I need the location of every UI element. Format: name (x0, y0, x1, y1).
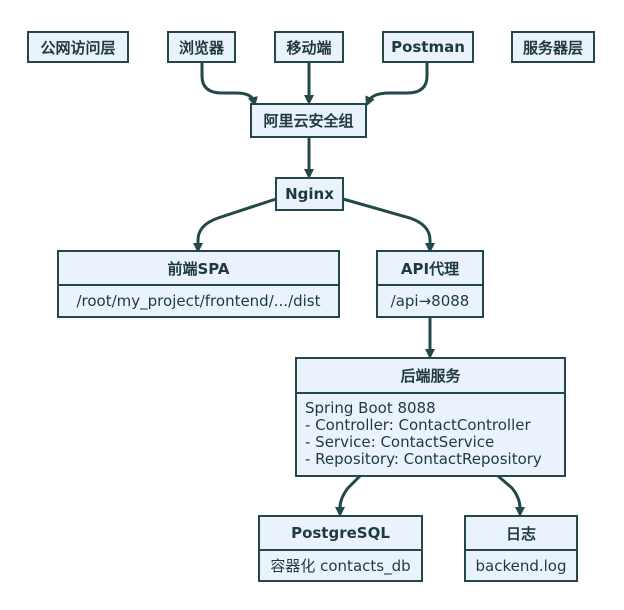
edge-browser-to-security (200, 61, 258, 107)
postman-node: Postman (382, 31, 474, 63)
log-node: 日志 backend.log (464, 515, 578, 582)
backend-service-details: Spring Boot 8088 - Controller: ContactCo… (297, 394, 564, 475)
backend-detail-line: - Repository: ContactRepository (305, 450, 542, 468)
log-title: 日志 (466, 517, 576, 551)
mobile-node: 移动端 (274, 31, 344, 63)
edge-nginx-to-api (341, 197, 435, 253)
server-layer-label: 服务器层 (511, 31, 595, 63)
backend-service-title: 后端服务 (297, 359, 564, 394)
frontend-spa-title: 前端SPA (59, 252, 338, 286)
edge-nginx-to-frontend (193, 197, 278, 253)
backend-detail-line: Spring Boot 8088 (305, 399, 436, 417)
browser-node: 浏览器 (167, 31, 236, 63)
api-proxy-node: API代理 /api→8088 (376, 250, 484, 318)
postgresql-node: PostgreSQL 容器化 contacts_db (258, 515, 423, 582)
postgresql-title: PostgreSQL (260, 517, 421, 551)
edge-postman-to-security (365, 61, 429, 107)
edge-backend-to-log (496, 474, 525, 517)
frontend-spa-path: /root/my_project/frontend/.../dist (76, 292, 321, 310)
edge-backend-to-postgres (335, 474, 362, 517)
api-proxy-route: /api→8088 (390, 292, 470, 310)
backend-detail-line: - Service: ContactService (305, 433, 495, 451)
backend-detail-line: - Controller: ContactController (305, 416, 531, 434)
log-file: backend.log (475, 556, 567, 575)
frontend-spa-node: 前端SPA /root/my_project/frontend/.../dist (57, 250, 340, 318)
security-group-node: 阿里云安全组 (250, 103, 367, 138)
nginx-node: Nginx (275, 177, 344, 211)
backend-service-node: 后端服务 Spring Boot 8088 - Controller: Cont… (295, 357, 566, 477)
postgresql-detail: 容器化 contacts_db (270, 557, 411, 575)
api-proxy-title: API代理 (378, 252, 482, 286)
public-layer-label: 公网访问层 (27, 31, 129, 63)
